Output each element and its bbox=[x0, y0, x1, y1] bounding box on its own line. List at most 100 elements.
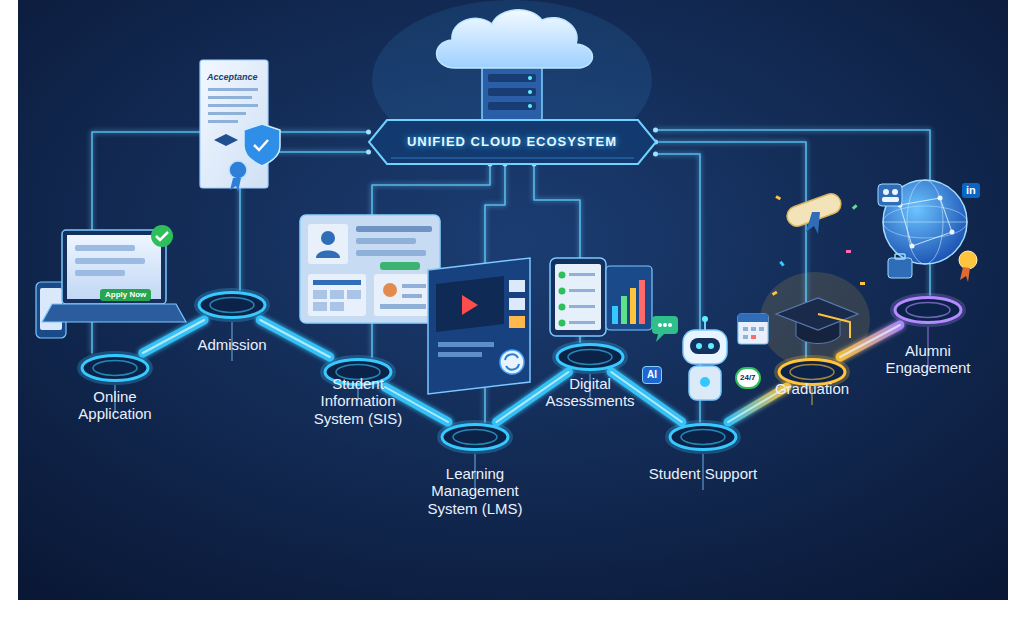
chart-bar bbox=[639, 280, 645, 324]
chat-bubble bbox=[652, 316, 678, 334]
calendar-cell bbox=[759, 327, 764, 331]
cloud-platform: UNIFIED CLOUD ECOSYSTEM bbox=[369, 120, 656, 164]
ring-inner bbox=[568, 350, 612, 365]
sync-arrows bbox=[505, 354, 519, 369]
form-field bbox=[75, 245, 135, 251]
form-field bbox=[75, 270, 125, 276]
stage-label: Student Support bbox=[648, 465, 758, 482]
video-thumb bbox=[509, 280, 525, 292]
chart-panel bbox=[606, 266, 652, 330]
stage-node: Student Support bbox=[667, 422, 739, 452]
sis-panel bbox=[300, 215, 440, 323]
question-line bbox=[569, 289, 595, 292]
server-led bbox=[528, 76, 532, 80]
ring-shape bbox=[439, 422, 511, 452]
check-badge bbox=[151, 225, 173, 247]
ring-glow bbox=[668, 423, 738, 451]
letter-line bbox=[208, 120, 238, 123]
stage-label: Student Information System (SIS) bbox=[303, 375, 413, 427]
diploma-ribbon bbox=[806, 212, 820, 234]
hours-badge: 24/7 bbox=[735, 367, 761, 389]
globe-equator bbox=[883, 222, 967, 223]
confetti bbox=[852, 204, 858, 210]
label-holder: in bbox=[962, 180, 980, 198]
acceptance-letter bbox=[200, 60, 268, 188]
record-line bbox=[356, 238, 416, 244]
confetti bbox=[846, 250, 851, 253]
ring-inner bbox=[453, 430, 497, 445]
stage-node: Online Application bbox=[79, 353, 151, 383]
robot-antenna-tip bbox=[702, 316, 708, 322]
video-area bbox=[436, 276, 504, 332]
stage-label: Graduation bbox=[757, 380, 867, 397]
chat-tail bbox=[656, 334, 664, 342]
ring-inner bbox=[906, 303, 950, 318]
link-dot bbox=[653, 128, 658, 133]
link-dot bbox=[653, 152, 658, 157]
laptop-screen bbox=[62, 230, 166, 304]
network-badge: in bbox=[962, 183, 980, 198]
ring-outline bbox=[670, 425, 736, 450]
label-holder: 24/7 bbox=[735, 366, 761, 389]
form-field bbox=[75, 258, 145, 264]
label-holder: Apply Now bbox=[100, 283, 151, 301]
ring-shape bbox=[667, 422, 739, 452]
shield-check bbox=[254, 140, 268, 150]
schedule-cell bbox=[330, 290, 344, 299]
network-dot bbox=[910, 244, 915, 249]
schedule-cell bbox=[313, 290, 327, 299]
server-slot bbox=[488, 102, 536, 110]
stage-label: Alumni Engagement bbox=[873, 342, 983, 377]
globe-icon bbox=[883, 180, 967, 264]
chart-bar bbox=[621, 296, 627, 324]
ring-glow bbox=[555, 343, 625, 371]
stage-node: Digital Assessments bbox=[554, 342, 626, 372]
briefcase-handle bbox=[895, 254, 905, 259]
link-dot bbox=[366, 150, 371, 155]
play-button bbox=[462, 295, 478, 315]
avatar-head bbox=[383, 283, 397, 297]
platform-title: UNIFIED CLOUD ECOSYSTEM bbox=[407, 134, 617, 150]
globe-latitude bbox=[883, 206, 967, 238]
laptop-base bbox=[42, 304, 186, 322]
chat-dot bbox=[658, 323, 662, 327]
check-dot bbox=[559, 320, 566, 327]
tablet-screen bbox=[555, 264, 601, 330]
stage-label: Learning Management System (LMS) bbox=[420, 465, 530, 517]
robot-light bbox=[700, 377, 710, 387]
video-thumb bbox=[509, 316, 525, 328]
ring-inner bbox=[790, 365, 834, 380]
ring-outline bbox=[199, 293, 265, 318]
shield-icon bbox=[244, 124, 280, 166]
server-led bbox=[528, 90, 532, 94]
status-bar bbox=[380, 262, 420, 270]
lms-screen bbox=[428, 258, 530, 394]
server-box bbox=[482, 60, 542, 126]
tablet-icon bbox=[550, 258, 606, 336]
background-panel bbox=[18, 0, 1008, 600]
server-slot bbox=[488, 74, 536, 82]
cloud-link bbox=[656, 142, 807, 357]
letter-line bbox=[208, 104, 258, 107]
ai-badge: AI bbox=[642, 366, 662, 384]
award-ribbon bbox=[960, 267, 970, 282]
schedule-cell bbox=[330, 302, 344, 311]
people-icon bbox=[878, 184, 902, 206]
person-body bbox=[882, 197, 899, 202]
stage-node: Admission bbox=[196, 290, 268, 320]
calendar-band bbox=[738, 314, 768, 322]
robot-visor bbox=[690, 338, 720, 354]
link-dot bbox=[366, 130, 371, 135]
course-line bbox=[438, 352, 482, 357]
cloud-icon bbox=[437, 10, 593, 68]
stage-label: Admission bbox=[177, 336, 287, 353]
button-text: Apply Now bbox=[100, 289, 151, 301]
ring-inner bbox=[210, 298, 254, 313]
schedule-cell bbox=[347, 290, 361, 299]
letter-line bbox=[208, 88, 258, 91]
